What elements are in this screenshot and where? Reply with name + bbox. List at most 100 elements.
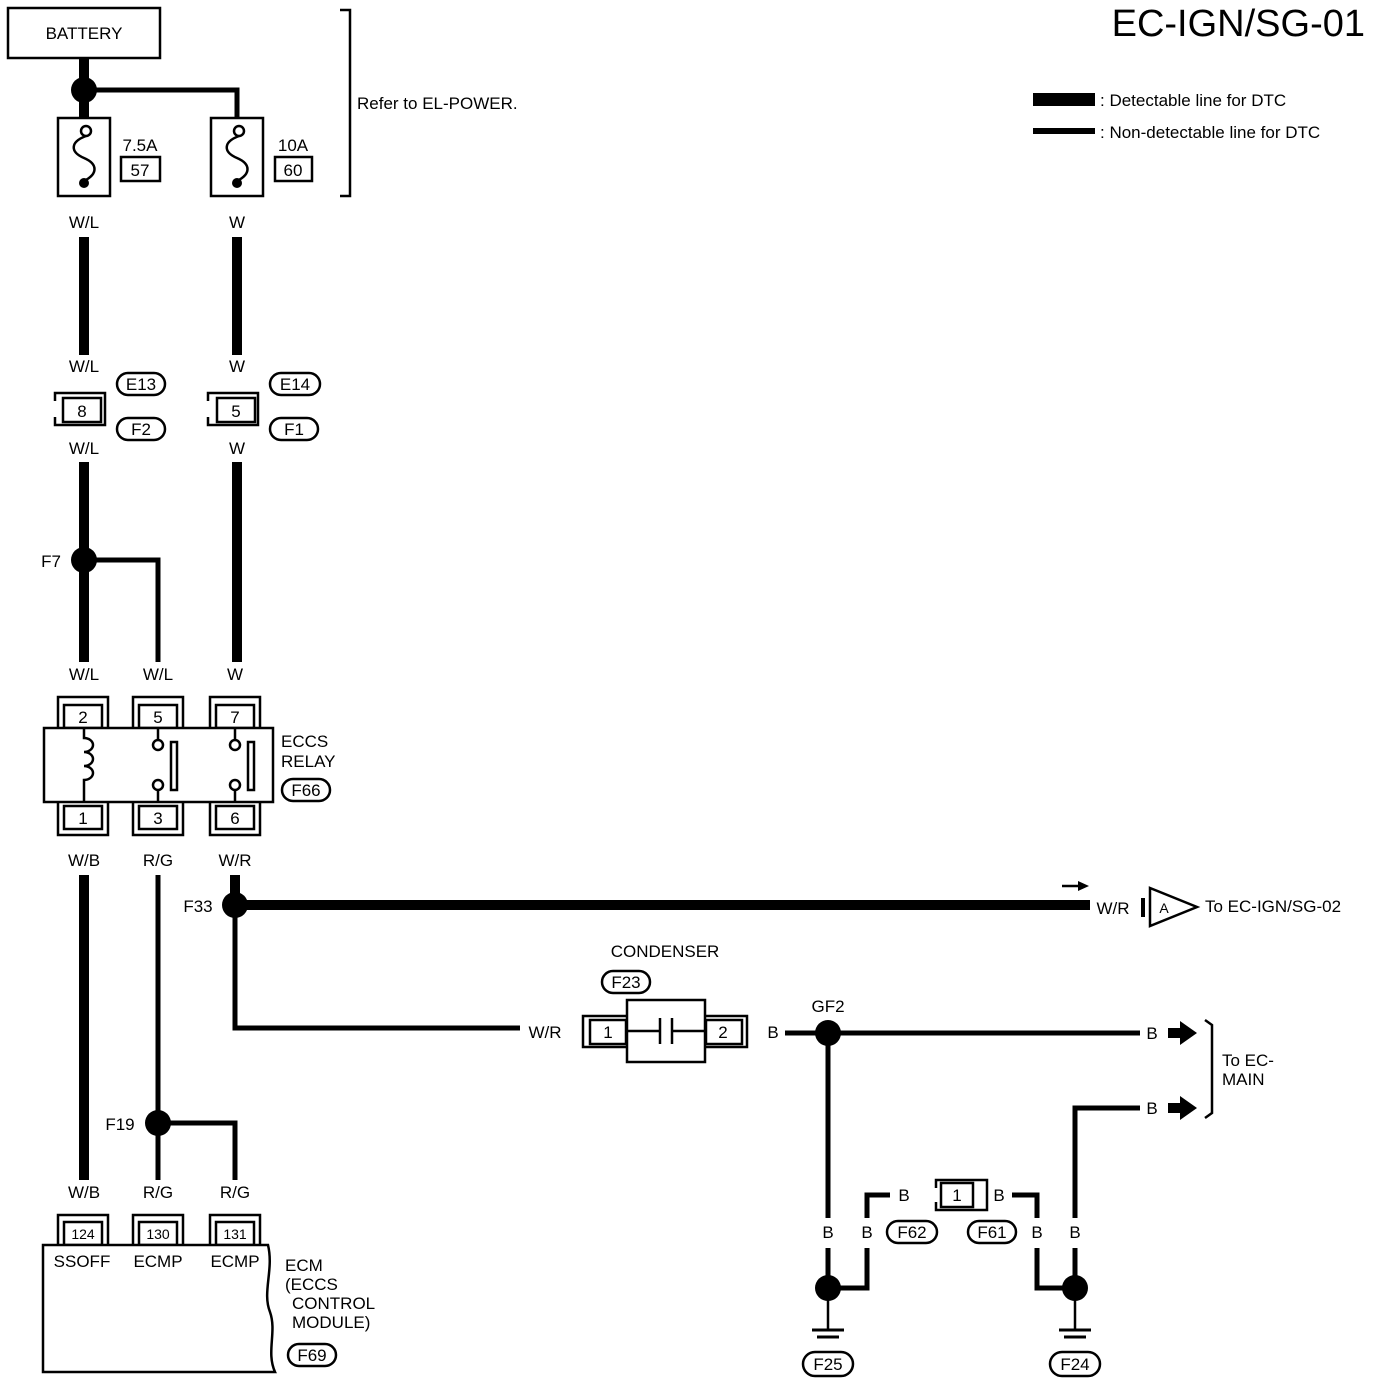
wire-label-relay-pin-2: W/L (69, 665, 99, 684)
ecm-terminal-ssoff: SSOFF (54, 1252, 111, 1271)
fuse-60-bottom-terminal (232, 178, 242, 188)
ground-f25-label: F25 (813, 1355, 842, 1374)
ground-link-connector: 1 (934, 1178, 989, 1212)
ecm-name-line-4: MODULE) (292, 1313, 370, 1332)
eccs-relay: 2 5 7 1 3 6 ECCS RELAY F66 (42, 695, 336, 837)
wire-label-f61-right: B (993, 1186, 1004, 1205)
ecm-name-line-1: ECM (285, 1256, 323, 1275)
ecm-body (41, 1243, 277, 1374)
wire-label-relay-pin-3: R/G (143, 851, 173, 870)
battery-label: BATTERY (46, 24, 123, 43)
splice-f19-dot (145, 1110, 171, 1136)
wire-wr-to-condenser (232, 916, 520, 1031)
relay-pin-1-frame (56, 802, 110, 837)
ecm-name-line-3: CONTROL (292, 1294, 375, 1313)
legend: : Detectable line for DTC : Non-detectab… (1033, 91, 1320, 142)
wire-label-relay-pin-1: W/B (68, 851, 100, 870)
harness-connector-e13-f2: 8 E13 F2 (53, 371, 167, 442)
wire-label-ecm-124: W/B (68, 1183, 100, 1202)
ground-f24-dot (1062, 1275, 1088, 1301)
ground-link-pin: 1 (952, 1186, 961, 1205)
connector-e13-tag-label: E13 (126, 375, 156, 394)
connector-f61-tag (966, 1219, 1018, 1245)
legend-non-detectable-label: : Non-detectable line for DTC (1100, 123, 1320, 142)
legend-detectable-swatch (1033, 93, 1095, 106)
wire-label-f2-out: W/L (69, 439, 99, 458)
condenser-pin-2-box (704, 1018, 744, 1046)
wire-label-relay-pin-7: W (227, 665, 243, 684)
ecm-pin-131: 131 (223, 1226, 247, 1242)
ecm-terminal-ecmp-130: ECMP (133, 1252, 182, 1271)
to-main-label-line-2: MAIN (1222, 1070, 1265, 1089)
to-main-bracket (1204, 1018, 1214, 1120)
connector-e13-frame (53, 391, 107, 427)
wire-label-relay-pin-6: W/R (218, 851, 251, 870)
relay-switch-1-armature (169, 740, 179, 792)
fuse-60-number-box (273, 155, 314, 183)
relay-pin-2: 2 (78, 708, 87, 727)
wire-label-condenser-in: W/R (528, 1023, 561, 1042)
condenser-pin-1-box (588, 1018, 628, 1046)
fuse-60-top-terminal (232, 124, 246, 138)
splice-gf2-label: GF2 (811, 997, 844, 1016)
ecm-connector-tag-label: F69 (297, 1346, 326, 1365)
splice-gf2-dot (815, 1020, 841, 1046)
fuse-60-element (225, 134, 249, 183)
ecm: 124 130 131 SSOFF ECMP ECMP ECM (ECCS CO… (41, 1213, 375, 1374)
relay-pin-7-frame (208, 695, 262, 728)
harness-connector-e14-f1: 5 E14 F1 (206, 371, 322, 442)
relay-coil-icon (82, 728, 95, 802)
ecm-connector-tag (286, 1342, 338, 1368)
connector-f61-tag-label: F61 (977, 1223, 1006, 1242)
ground-link-pin-box (939, 1181, 975, 1209)
relay-connector-tag (280, 777, 332, 803)
ground-f25-tag (801, 1350, 855, 1378)
connector-e14-frame (206, 391, 260, 427)
fuse-57-top-terminal (79, 124, 93, 138)
wire-label-f1-out: W (229, 439, 245, 458)
battery-branch-wire (84, 87, 240, 118)
connector-f1-tag-label: F1 (284, 420, 304, 439)
power-bracket (340, 8, 352, 198)
wire-f62-to-ground (838, 1248, 870, 1291)
battery-box (6, 6, 162, 60)
splice-f33-dot (222, 892, 248, 918)
to-main-label-line-1: To EC- (1222, 1051, 1274, 1070)
ecm-terminal-ecmp-131: ECMP (210, 1252, 259, 1271)
condenser-pin-1: 1 (603, 1023, 612, 1042)
ground-link-connector-frame (934, 1178, 989, 1212)
fuse-57-number-box (119, 155, 162, 183)
connector-e13-pin: 8 (77, 402, 86, 421)
relay-pin-1: 1 (78, 809, 87, 828)
connector-e13-pin-box (61, 396, 103, 424)
wire-wl-to-relay-pin-5 (84, 557, 161, 662)
wire-label-to-sg02: W/R (1096, 899, 1129, 918)
condenser-pin-2-frame (705, 1014, 749, 1049)
ecm-pin-131-frame (208, 1213, 262, 1245)
wire-label-ecm-130: R/G (143, 1183, 173, 1202)
diagram-title: EC-IGN/SG-01 (1112, 3, 1365, 45)
wire-f61-right (1012, 1192, 1040, 1218)
connector-f1-tag (268, 416, 320, 442)
wire-label-fuse57-out: W/L (69, 213, 99, 232)
relay-switch-1-contact-top (151, 738, 165, 752)
relay-pin-3-box (137, 804, 179, 831)
ground-f24-tag (1048, 1350, 1102, 1378)
relay-switch-2-contact-top (228, 738, 242, 752)
connector-f2-tag (115, 416, 167, 442)
connector-f62-tag-label: F62 (897, 1223, 926, 1242)
relay-pin-5-frame (131, 695, 185, 728)
splice-f7-label: F7 (41, 552, 61, 571)
to-sg02-marker-icon (1148, 886, 1201, 928)
relay-pin-7: 7 (230, 708, 239, 727)
to-sg02-tick (1141, 898, 1145, 917)
relay-pin-6: 6 (230, 809, 239, 828)
relay-pin-3: 3 (153, 809, 162, 828)
ecm-pin-130-frame (131, 1213, 185, 1245)
wire-f62-left (864, 1192, 890, 1218)
ground-f25-dot (815, 1275, 841, 1301)
fuse-60: 10A 60 (209, 116, 314, 198)
connector-f2-tag-label: F2 (131, 420, 151, 439)
legend-non-detectable-swatch (1033, 128, 1095, 134)
connector-e14-tag (268, 371, 322, 397)
